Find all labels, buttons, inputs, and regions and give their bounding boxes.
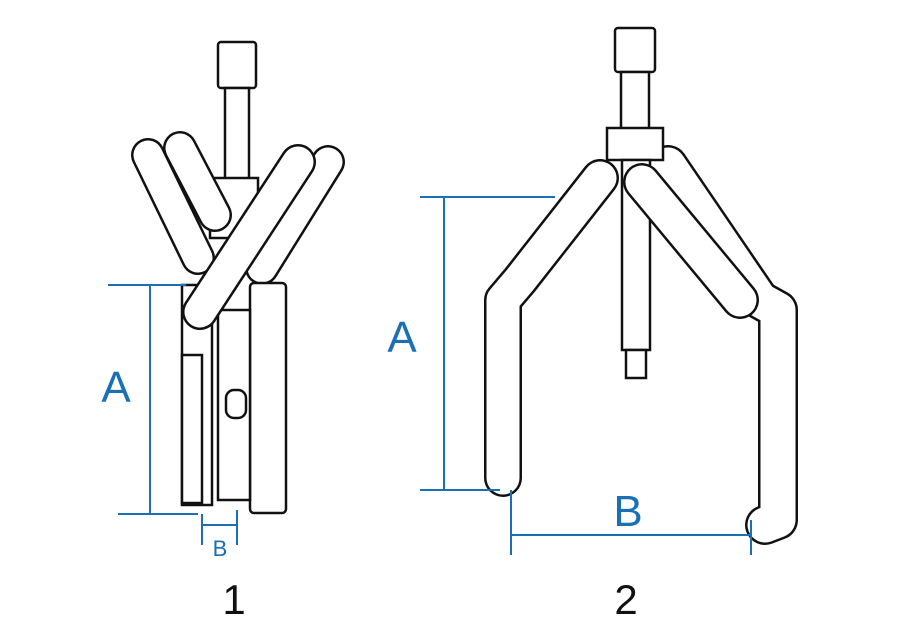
puller-2-left-arm xyxy=(484,159,619,497)
puller-2-hex-block xyxy=(605,126,665,162)
puller-1-right-leg xyxy=(248,281,288,515)
puller-1-spindle xyxy=(223,86,251,182)
puller-1-hex-nut xyxy=(216,40,258,90)
puller-1-number: 1 xyxy=(222,576,245,623)
puller-1-spindle-tip xyxy=(224,388,248,420)
puller-2-dimension-a-label: A xyxy=(387,313,417,362)
puller-2-dimensions xyxy=(420,196,752,555)
puller-2-back-arm xyxy=(648,145,798,545)
puller-2-spindle-top xyxy=(619,70,651,132)
puller-1-front-arm xyxy=(182,144,316,330)
puller-1-dimension-a-label: A xyxy=(101,363,131,412)
puller-2-spindle-tip xyxy=(624,348,648,380)
puller-1-dimensions xyxy=(108,284,238,545)
puller-2 xyxy=(484,26,798,545)
puller-2-hex-nut xyxy=(613,26,657,74)
puller-2-number: 2 xyxy=(614,576,637,623)
puller-2-dimension-b-label: B xyxy=(613,487,642,536)
puller-1-dimension-b-label: B xyxy=(213,536,228,561)
puller-1-left-jaw xyxy=(180,353,204,505)
puller-1-back-arms xyxy=(131,131,345,285)
puller-1 xyxy=(131,40,345,515)
puller-2-right-arm xyxy=(623,163,759,319)
